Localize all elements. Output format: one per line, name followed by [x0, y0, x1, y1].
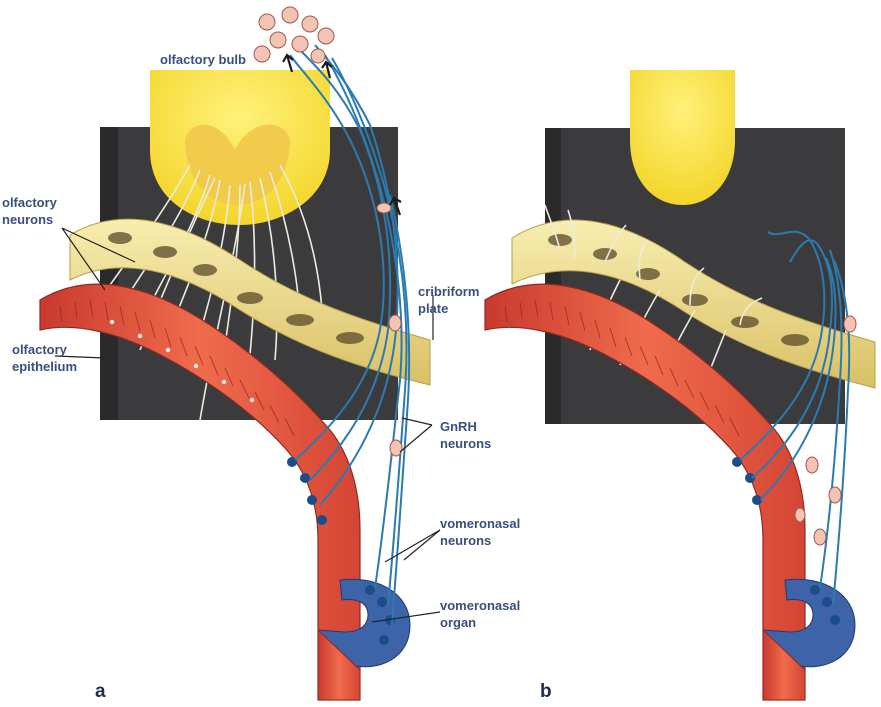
gnrh-neurons-label-line1: GnRH [440, 419, 477, 434]
background-block-shade [100, 127, 118, 420]
olfactory-neurons-label-line2: neurons [2, 212, 53, 227]
olfactory-bulb-label: olfactory bulb [160, 52, 246, 67]
background-block-b-shade [545, 128, 561, 424]
panel-a: olfactory bulb olfactory neurons olfacto… [2, 7, 520, 702]
panel-b: b [485, 70, 875, 702]
cribriform-plate-label-line1: cribriform [418, 284, 479, 299]
cribriform-plate-label-line2: plate [418, 301, 448, 316]
gnrh-neurons-label-line2: neurons [440, 436, 491, 451]
vomeronasal-organ-label-line2: organ [440, 615, 476, 630]
panel-b-label: b [540, 681, 552, 702]
olfactory-epithelium-label-line1: olfactory [12, 342, 68, 357]
vomeronasal-neurons-label-line2: neurons [440, 533, 491, 548]
olfactory-bulb-gnrh-cluster [254, 7, 334, 63]
panel-a-label: a [95, 681, 106, 702]
olfactory-neurons-label-line1: olfactory [2, 195, 58, 210]
olfactory-bulb-b [630, 70, 735, 205]
olfactory-epithelium-label-line2: epithelium [12, 359, 77, 374]
vomeronasal-neurons-label-line1: vomeronasal [440, 516, 520, 531]
vomeronasal-organ-label-line1: vomeronasal [440, 598, 520, 613]
